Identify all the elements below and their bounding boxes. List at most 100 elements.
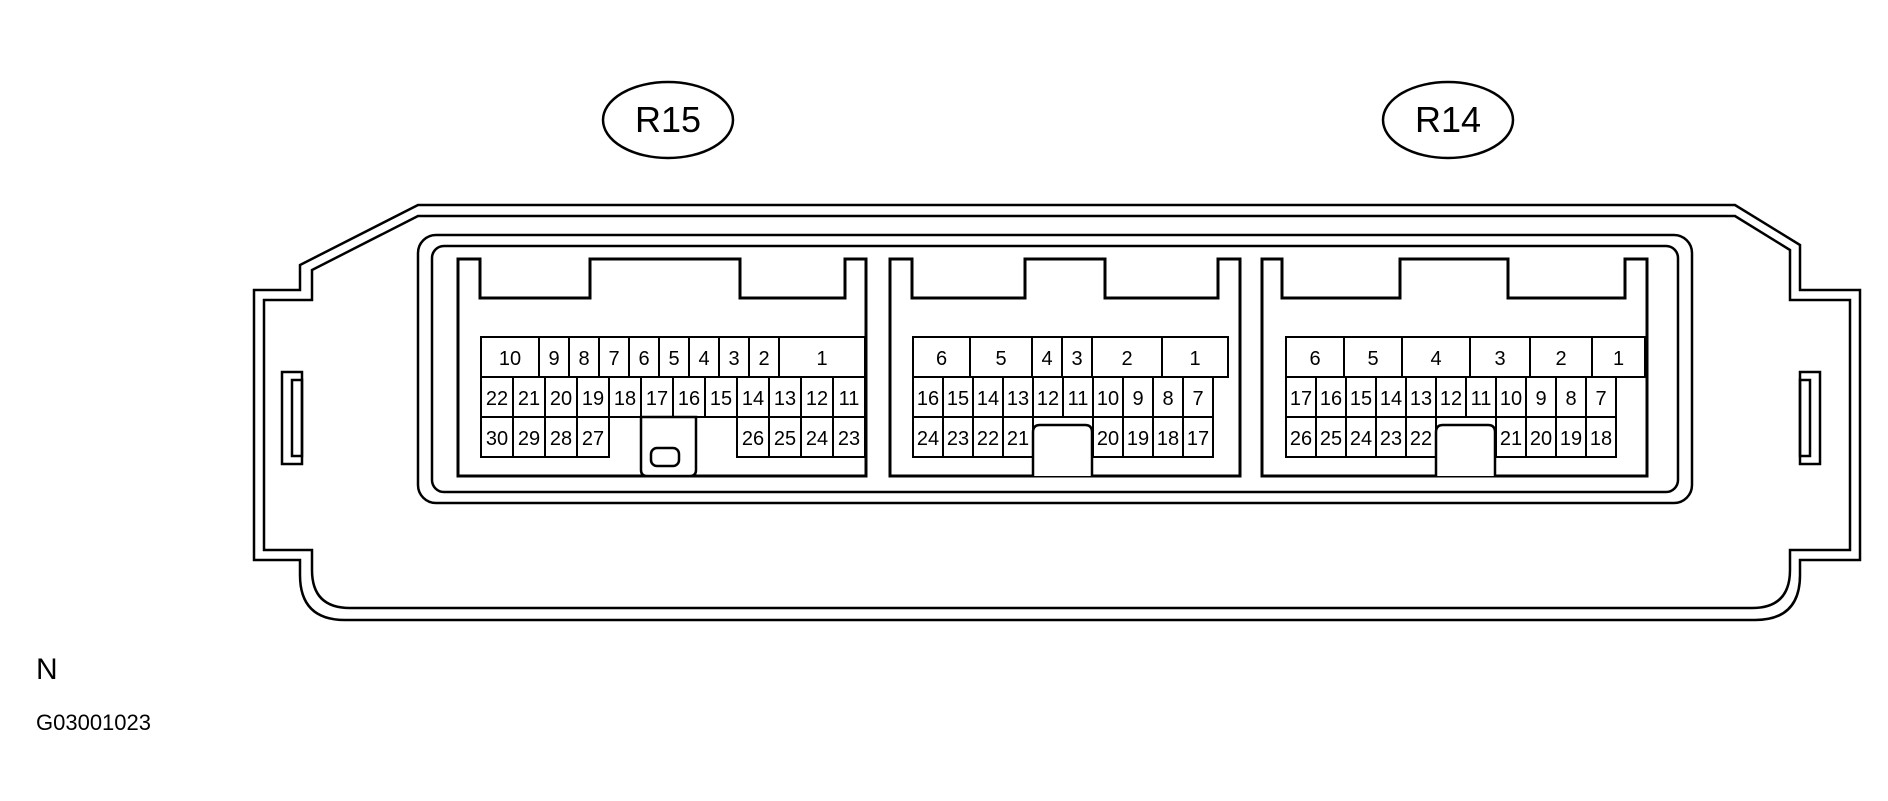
- pin-number: 13: [774, 388, 796, 410]
- pin-number: 25: [1320, 428, 1342, 450]
- pin-cell: [1585, 376, 1617, 418]
- pin-number: 27: [582, 428, 604, 450]
- pin-number: 16: [917, 388, 939, 410]
- pin-number: 21: [518, 388, 540, 410]
- pin-cell: [912, 416, 944, 458]
- pin-number: 7: [1595, 388, 1606, 410]
- pin-cell: [1495, 376, 1527, 418]
- pin-number: 21: [1007, 428, 1029, 450]
- middle-key-notch: [1031, 423, 1094, 476]
- pin-number: 15: [947, 388, 969, 410]
- pin-number: 22: [486, 388, 508, 410]
- pin-cell: [1091, 336, 1163, 378]
- pin-cell: [1465, 376, 1497, 418]
- pin-number: 7: [1192, 388, 1203, 410]
- pin-number: 18: [1157, 428, 1179, 450]
- pin-number: 15: [710, 388, 732, 410]
- pin-number: 24: [1350, 428, 1372, 450]
- pin-number: 2: [1555, 348, 1566, 370]
- pin-cell: [912, 336, 971, 378]
- pin-number: 1: [1613, 348, 1624, 370]
- pin-cell: [1495, 416, 1527, 458]
- pin-number: 4: [698, 348, 709, 370]
- r15-key-slot: [649, 446, 681, 468]
- pin-cell: [1315, 416, 1347, 458]
- connector-shells: [456, 257, 1649, 478]
- pin-cell: [1435, 376, 1467, 418]
- pin-number: 7: [608, 348, 619, 370]
- pin-number: 11: [1068, 388, 1089, 410]
- pin-number: 12: [806, 388, 828, 410]
- view-letter: N: [36, 653, 58, 686]
- pin-number: 6: [638, 348, 649, 370]
- pin-number: 23: [838, 428, 860, 450]
- pin-number: 3: [1494, 348, 1505, 370]
- pin-number: 2: [758, 348, 769, 370]
- pin-cell: [1152, 376, 1184, 418]
- pin-number: 8: [578, 348, 589, 370]
- pin-cell: [1285, 416, 1317, 458]
- pin-number: 8: [1565, 388, 1576, 410]
- figure-code: G03001023: [36, 710, 151, 735]
- pin-cell: [576, 416, 610, 458]
- pin-number: 23: [947, 428, 969, 450]
- pin-number: 1: [1189, 348, 1200, 370]
- pin-number: 9: [548, 348, 559, 370]
- pin-cell: [1122, 416, 1154, 458]
- pin-number: 13: [1410, 388, 1432, 410]
- pin-cell: [1591, 336, 1646, 378]
- pin-number: 26: [1290, 428, 1312, 450]
- pin-number: 21: [1500, 428, 1522, 450]
- pin-number: 22: [1410, 428, 1432, 450]
- pin-number: 17: [1290, 388, 1312, 410]
- r14-key-notch: [1434, 423, 1497, 476]
- pin-cell: [608, 376, 642, 418]
- pin-number: 30: [486, 428, 508, 450]
- pin-cell: [1401, 336, 1471, 378]
- pin-number: 24: [806, 428, 828, 450]
- pin-number: 18: [614, 388, 636, 410]
- pin-number: 19: [1560, 428, 1582, 450]
- pin-cell: [832, 416, 866, 458]
- pin-cell: [1375, 416, 1407, 458]
- r15-key-notch: [639, 415, 698, 478]
- pin-number: 20: [1097, 428, 1119, 450]
- pin-cell: [480, 336, 540, 378]
- pin-number: 17: [646, 388, 668, 410]
- pin-number: 23: [1380, 428, 1402, 450]
- pin-number: 24: [917, 428, 939, 450]
- pin-number: 6: [1309, 348, 1320, 370]
- pin-number: 12: [1440, 388, 1462, 410]
- pin-number: 11: [1471, 388, 1492, 410]
- pin-number: 11: [839, 388, 860, 410]
- pin-number: 14: [977, 388, 999, 410]
- pin-number: 19: [582, 388, 604, 410]
- pin-cell: [1405, 416, 1437, 458]
- pin-cell: [672, 376, 706, 418]
- pin-number: 10: [499, 348, 521, 370]
- pin-number: 20: [550, 388, 572, 410]
- pin-number: 4: [1041, 348, 1052, 370]
- pin-number: 19: [1127, 428, 1149, 450]
- callout-r14: R14: [1381, 80, 1515, 160]
- pin-cell: [778, 336, 866, 378]
- pin-cell: [480, 416, 514, 458]
- pin-number: 12: [1037, 388, 1059, 410]
- pin-number: 10: [1500, 388, 1522, 410]
- pin-number: 9: [1535, 388, 1546, 410]
- callout-r15: R15: [601, 80, 735, 160]
- pin-number: 20: [1530, 428, 1552, 450]
- pin-number: 28: [550, 428, 572, 450]
- pin-cell: [1405, 376, 1437, 418]
- pin-number: 26: [742, 428, 764, 450]
- pin-cell: [1525, 376, 1557, 418]
- pin-number: 5: [1367, 348, 1378, 370]
- pin-number: 25: [774, 428, 796, 450]
- pin-number: 2: [1121, 348, 1132, 370]
- pin-cell: [768, 416, 802, 458]
- pin-number: 15: [1350, 388, 1372, 410]
- pin-number: 6: [936, 348, 947, 370]
- pin-cell: [942, 416, 974, 458]
